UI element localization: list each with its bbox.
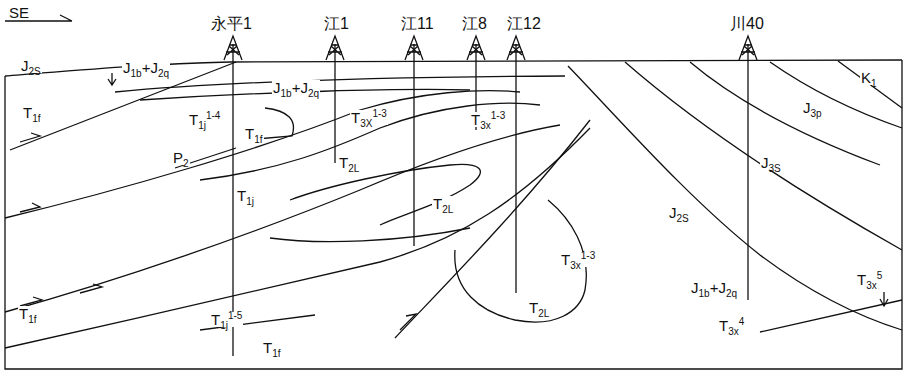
formation-label: T1j1-4 [188, 112, 221, 127]
slip-arrow [80, 284, 102, 293]
bed-boundary [625, 62, 902, 250]
formation-label: T2L [432, 196, 454, 211]
section-frame [5, 60, 902, 369]
well-name: 江11 [400, 16, 435, 32]
formation-label: T1f [18, 306, 38, 321]
formation-label: J1b+J2q [122, 60, 170, 75]
bed-boundary [770, 62, 902, 128]
derrick-symbol [224, 36, 242, 60]
slip-arrow [20, 297, 42, 306]
slip-arrow [400, 314, 416, 330]
bed-boundary [290, 164, 480, 225]
formation-label: T1f [262, 340, 282, 355]
formation-label: T2L [338, 155, 360, 170]
thrust-fault [5, 128, 590, 348]
well-name: 川40 [729, 16, 765, 32]
bed-boundary [270, 228, 470, 242]
well-name: 江8 [461, 16, 488, 32]
bed-boundary [690, 62, 880, 165]
formation-label: J1b+J2q [690, 280, 738, 295]
formation-label: J2S [668, 205, 690, 220]
formation-label: J1b+J2q [272, 80, 320, 95]
well-name: 江1 [323, 16, 350, 32]
formation-label: J3S [760, 155, 782, 170]
derrick-symbol [405, 36, 423, 60]
derrick-symbol [739, 36, 757, 60]
well-name: 江12 [506, 16, 542, 32]
bed-boundary [115, 76, 565, 92]
derrick-symbol [326, 36, 344, 60]
pointer-arrow [108, 73, 116, 85]
formation-label: T3x5 [856, 272, 883, 287]
bed-boundary [838, 61, 902, 108]
thrust-fault [395, 120, 590, 338]
formation-label: T1f [244, 126, 264, 141]
formation-label: T3x4 [718, 318, 745, 333]
formation-label: J2S [20, 58, 42, 73]
derrick-symbol [467, 36, 485, 60]
formation-label: T3X1-3 [350, 110, 388, 125]
derrick-symbols [224, 36, 757, 60]
bed-boundary [568, 66, 902, 330]
well-bores [233, 44, 748, 356]
formation-label: T3x1-3 [560, 252, 596, 267]
fold-hinge [455, 200, 587, 322]
formation-label: T3x1-3 [470, 112, 506, 127]
slip-arrow [20, 133, 40, 142]
well-name: 永平1 [210, 16, 253, 32]
formation-label: T1j [236, 188, 255, 203]
pointer-arrow [880, 292, 888, 306]
direction-label: SE [8, 5, 30, 20]
derrick-symbol [507, 36, 525, 60]
formation-label: P2 [172, 150, 190, 165]
slip-arrow [20, 203, 40, 212]
formation-label: T1j1-5 [210, 312, 243, 327]
bed-boundary [200, 103, 540, 180]
formation-label: T2L [528, 300, 550, 315]
bed-boundary [760, 300, 902, 332]
formation-label: J3p [802, 100, 823, 115]
formation-label: K1 [860, 70, 878, 85]
formation-label: T1f [22, 105, 42, 120]
